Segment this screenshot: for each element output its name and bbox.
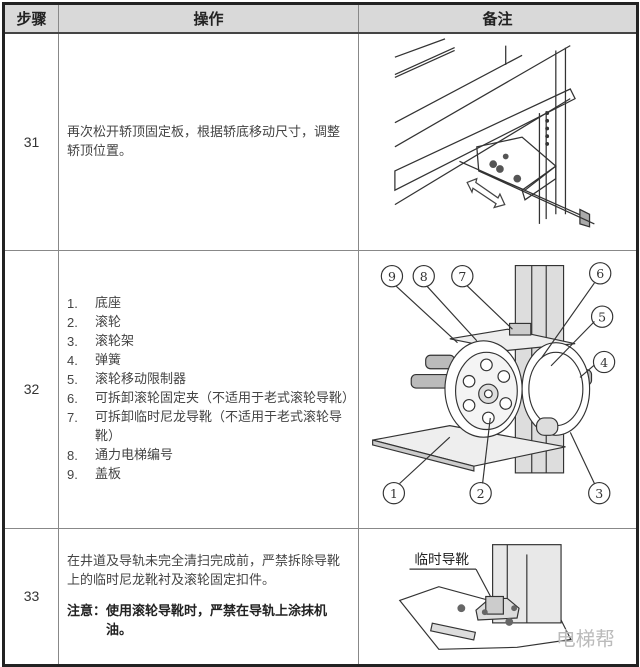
operation-description: 在井道及导轨未完全清扫完成前，严禁拆除导靴上的临时尼龙靴衬及滚轮固定扣件。 xyxy=(67,554,341,588)
roller-guide-shoe-illustration: 9 8 7 6 5 4 1 2 3 xyxy=(371,262,615,505)
list-item: 6.可拆卸滚轮固定夹（不适用于老式滚轮导靴） xyxy=(67,391,356,406)
warning-note: 注意： 使用滚轮导靴时，严禁在导轨上涂抹机油。 xyxy=(67,602,352,640)
table-row: 31 再次松开轿顶固定板，根据轿底移动尺寸，调整轿顶位置。 xyxy=(3,32,638,251)
operation-description: 再次松开轿顶固定板，根据轿底移动尺寸，调整轿顶位置。 xyxy=(67,124,341,159)
list-item: 9.盖板 xyxy=(67,467,122,482)
svg-text:2: 2 xyxy=(476,486,484,501)
table-row: 32 1.底座 2.滚轮 3.滚轮架 4.弹簧 5.滚轮移动限制器 6.可拆卸滚… xyxy=(3,249,638,529)
list-item: 3.滚轮架 xyxy=(67,334,135,349)
operation-text: 1.底座 2.滚轮 3.滚轮架 4.弹簧 5.滚轮移动限制器 6.可拆卸滚轮固定… xyxy=(58,249,359,529)
list-item: 7.可拆卸临时尼龙导靴（不适用于老式滚轮导靴） xyxy=(67,410,343,444)
remarks-figure xyxy=(358,32,638,251)
header-remarks: 备注 xyxy=(358,3,638,34)
header-row: 步骤 操作 备注 xyxy=(3,3,638,34)
svg-text:1: 1 xyxy=(389,486,397,501)
svg-text:5: 5 xyxy=(598,310,606,325)
remarks-figure: 临时导靴 电梯帮 xyxy=(358,527,638,666)
note-label: 注意： xyxy=(67,604,107,619)
step-number: 32 xyxy=(3,249,59,529)
svg-text:4: 4 xyxy=(600,355,608,370)
remarks-figure: 9 8 7 6 5 4 1 2 3 xyxy=(358,249,638,529)
svg-text:3: 3 xyxy=(595,486,603,501)
list-item: 5.滚轮移动限制器 xyxy=(67,372,187,387)
operation-text: 在井道及导轨未完全清扫完成前，严禁拆除导靴上的临时尼龙靴衬及滚轮固定扣件。 注意… xyxy=(58,527,359,666)
svg-text:临时导靴: 临时导靴 xyxy=(414,552,469,568)
list-item: 1.底座 xyxy=(67,296,122,311)
svg-text:9: 9 xyxy=(387,269,395,284)
header-step: 步骤 xyxy=(3,3,59,34)
svg-text:7: 7 xyxy=(458,269,466,284)
svg-text:电梯帮: 电梯帮 xyxy=(556,627,615,650)
list-item: 2.滚轮 xyxy=(67,315,122,330)
temporary-guide-shoe-illustration: 临时导靴 电梯帮 xyxy=(398,544,615,650)
list-item: 8.通力电梯编号 xyxy=(67,448,174,463)
table-row: 33 在井道及导轨未完全清扫完成前，严禁拆除导靴上的临时尼龙靴衬及滚轮固定扣件。… xyxy=(3,527,638,666)
header-operation: 操作 xyxy=(58,3,359,34)
list-item: 4.弹簧 xyxy=(67,353,122,368)
car-top-adjustment-illustration xyxy=(393,38,595,228)
step-number: 33 xyxy=(3,527,59,666)
svg-text:6: 6 xyxy=(596,266,604,281)
svg-text:8: 8 xyxy=(419,269,427,284)
parts-list: 1.底座 2.滚轮 3.滚轮架 4.弹簧 5.滚轮移动限制器 6.可拆卸滚轮固定… xyxy=(67,294,356,484)
operation-text: 再次松开轿顶固定板，根据轿底移动尺寸，调整轿顶位置。 xyxy=(58,32,359,251)
step-number: 31 xyxy=(3,32,59,251)
note-text: 使用滚轮导靴时，严禁在导轨上涂抹机油。 xyxy=(106,604,328,638)
